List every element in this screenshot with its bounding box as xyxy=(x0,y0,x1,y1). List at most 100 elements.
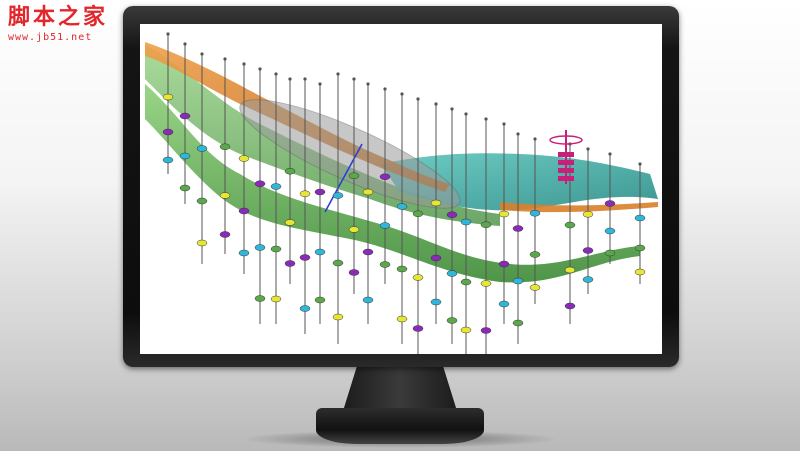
monitor-base xyxy=(316,408,484,444)
drill-sample-marker xyxy=(254,180,266,187)
drill-sample-marker xyxy=(238,207,250,215)
drill-sample-marker xyxy=(430,199,442,207)
drill-sample-marker xyxy=(348,172,360,179)
drill-collar xyxy=(464,112,468,116)
drill-collar xyxy=(450,107,454,111)
drill-sample-marker xyxy=(299,190,311,197)
drill-sample-marker xyxy=(430,298,442,306)
drill-sample-marker xyxy=(314,248,326,256)
drill-sample-marker xyxy=(348,269,360,276)
drill-sample-marker xyxy=(254,244,266,251)
drill-sample-marker xyxy=(512,225,524,232)
drill-sample-marker xyxy=(219,143,231,150)
drill-collar xyxy=(303,77,307,81)
drill-sample-marker xyxy=(634,268,646,276)
drill-sample-marker xyxy=(299,254,311,261)
drill-sample-marker xyxy=(162,128,174,136)
drill-sample-marker xyxy=(604,227,616,235)
watermark-title: 脚本之家 xyxy=(8,4,109,30)
drill-markers xyxy=(162,32,646,334)
drill-collar xyxy=(200,52,204,56)
drill-collar xyxy=(336,72,340,76)
drill-sample-marker xyxy=(529,284,541,291)
drill-sample-marker xyxy=(362,248,374,256)
drill-sample-marker xyxy=(529,251,541,258)
drill-sample-marker xyxy=(196,197,208,205)
drill-sample-marker xyxy=(604,249,616,257)
drill-collar xyxy=(434,102,438,106)
drill-sample-marker xyxy=(314,188,326,196)
drill-sample-marker xyxy=(498,300,510,308)
drill-sample-marker xyxy=(299,305,311,312)
drill-collar xyxy=(484,117,488,121)
blue-section-line xyxy=(324,143,363,213)
drill-collar xyxy=(533,137,537,141)
drill-sample-marker xyxy=(162,156,174,164)
drill-collar xyxy=(318,82,322,86)
drill-collar xyxy=(274,72,278,76)
drill-sample-marker xyxy=(332,313,344,321)
drill-collar xyxy=(352,77,356,81)
drill-sample-marker xyxy=(179,184,191,192)
monitor-neck xyxy=(343,367,457,411)
drill-sample-marker xyxy=(379,261,391,268)
drill-sample-marker xyxy=(238,155,250,162)
drill-sample-marker xyxy=(460,218,472,226)
watermark-url: www.jb51.net xyxy=(8,32,93,43)
drill-sample-marker xyxy=(270,245,282,253)
drill-sample-marker xyxy=(254,295,266,302)
drill-sample-marker xyxy=(362,188,374,196)
drill-collar xyxy=(258,67,262,71)
drill-collar xyxy=(400,92,404,96)
monitor-bezel xyxy=(123,6,679,367)
drill-sample-marker xyxy=(396,265,408,273)
drill-sample-marker xyxy=(430,254,442,262)
drill-collar xyxy=(608,152,612,156)
drill-collar xyxy=(416,97,420,101)
drill-sample-marker xyxy=(512,319,524,327)
drill-sample-marker xyxy=(480,221,492,228)
gray-ore-body xyxy=(239,99,461,209)
drill-sample-marker xyxy=(238,249,250,257)
site-watermark: 脚本之家 www.jb51.net xyxy=(8,4,138,50)
drill-sample-marker xyxy=(582,247,594,254)
drill-collar xyxy=(586,147,590,151)
drill-sample-marker xyxy=(582,211,594,218)
drill-sample-marker xyxy=(634,214,646,222)
drill-sample-marker xyxy=(412,325,424,332)
drill-sample-marker xyxy=(284,219,296,226)
drill-collar xyxy=(166,32,170,36)
drill-sample-marker xyxy=(219,231,231,238)
drill-sample-marker xyxy=(412,274,424,281)
drill-sample-marker xyxy=(270,183,282,190)
drill-sample-marker xyxy=(332,259,344,267)
drill-sample-marker xyxy=(446,211,458,218)
drill-sample-marker xyxy=(446,270,458,277)
drill-rig-icon xyxy=(549,130,583,184)
green-upper-horizon xyxy=(145,44,500,226)
drill-sample-marker xyxy=(412,210,424,217)
drill-sample-marker xyxy=(604,200,616,207)
drill-sample-marker xyxy=(379,173,391,180)
drill-sample-marker xyxy=(396,315,408,323)
drill-sample-marker xyxy=(162,93,174,101)
drill-sample-marker xyxy=(564,302,576,310)
drill-collar xyxy=(223,57,227,61)
geology-3d-model xyxy=(145,32,658,354)
drill-sample-marker xyxy=(480,327,492,334)
drill-sample-marker xyxy=(396,203,408,210)
drill-sample-marker xyxy=(314,296,326,304)
drill-sample-marker xyxy=(219,192,231,199)
drill-sample-marker xyxy=(270,295,282,303)
drill-sample-marker xyxy=(460,278,472,286)
drill-collar xyxy=(383,87,387,91)
drill-sample-marker xyxy=(379,222,391,229)
drill-collar xyxy=(288,77,292,81)
drill-sample-marker xyxy=(348,226,360,233)
drill-sample-marker xyxy=(564,266,576,274)
drill-sample-marker xyxy=(284,168,296,175)
drill-sample-marker xyxy=(634,244,646,252)
drill-sample-marker xyxy=(179,152,191,160)
drill-holes xyxy=(167,34,641,354)
drill-sample-marker xyxy=(284,260,296,267)
